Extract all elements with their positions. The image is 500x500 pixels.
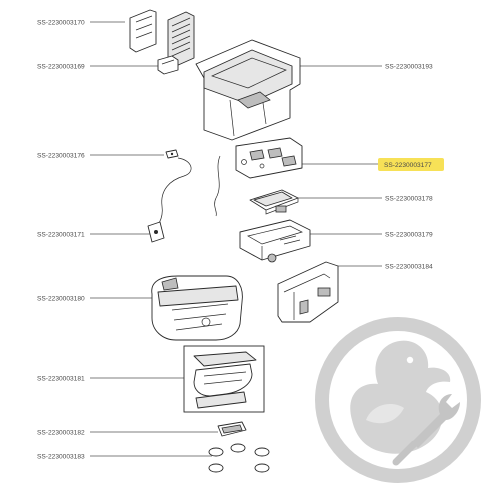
label-3178: SS-2230003178: [385, 196, 433, 203]
duck-wrench-logo-icon: [315, 317, 481, 483]
label-3184: SS-2230003184: [385, 264, 433, 271]
label-3182: SS-2230003182: [37, 430, 85, 437]
part-labels: SS-2230003170 SS-2230003169 SS-223000319…: [37, 20, 433, 461]
label-3169: SS-2230003169: [37, 64, 85, 71]
label-3183: SS-2230003183: [37, 454, 85, 461]
part-3180-water-tank: [151, 275, 243, 341]
part-3170-side-panels: [129, 9, 195, 67]
part-3179-tray: [239, 219, 311, 263]
part-3171-cord: [147, 157, 192, 243]
label-3171: SS-2230003171: [37, 232, 85, 239]
leader-lines: [90, 21, 382, 457]
label-3177: SS-2230003177: [384, 162, 432, 169]
part-3193-housing: [195, 39, 301, 141]
label-3176: SS-2230003176: [37, 153, 85, 160]
part-3176-connector: [165, 149, 179, 159]
part-3169-bracket: [157, 55, 179, 75]
label-3170: SS-2230003170: [37, 20, 85, 27]
part-cable: [214, 155, 221, 217]
part-3181-filter-assembly: [183, 345, 265, 413]
label-3193: SS-2230003193: [385, 64, 433, 71]
part-3178-plate: [249, 189, 299, 215]
part-3177-control-board: [235, 137, 303, 179]
label-3181: SS-2230003181: [37, 376, 85, 383]
highlight-box: [378, 158, 444, 171]
label-3180: SS-2230003180: [37, 296, 85, 303]
part-3183-feet: [208, 443, 270, 473]
label-3179: SS-2230003179: [385, 232, 433, 239]
part-3184-front-cover: [277, 261, 339, 323]
part-3182-cap: [217, 421, 247, 437]
